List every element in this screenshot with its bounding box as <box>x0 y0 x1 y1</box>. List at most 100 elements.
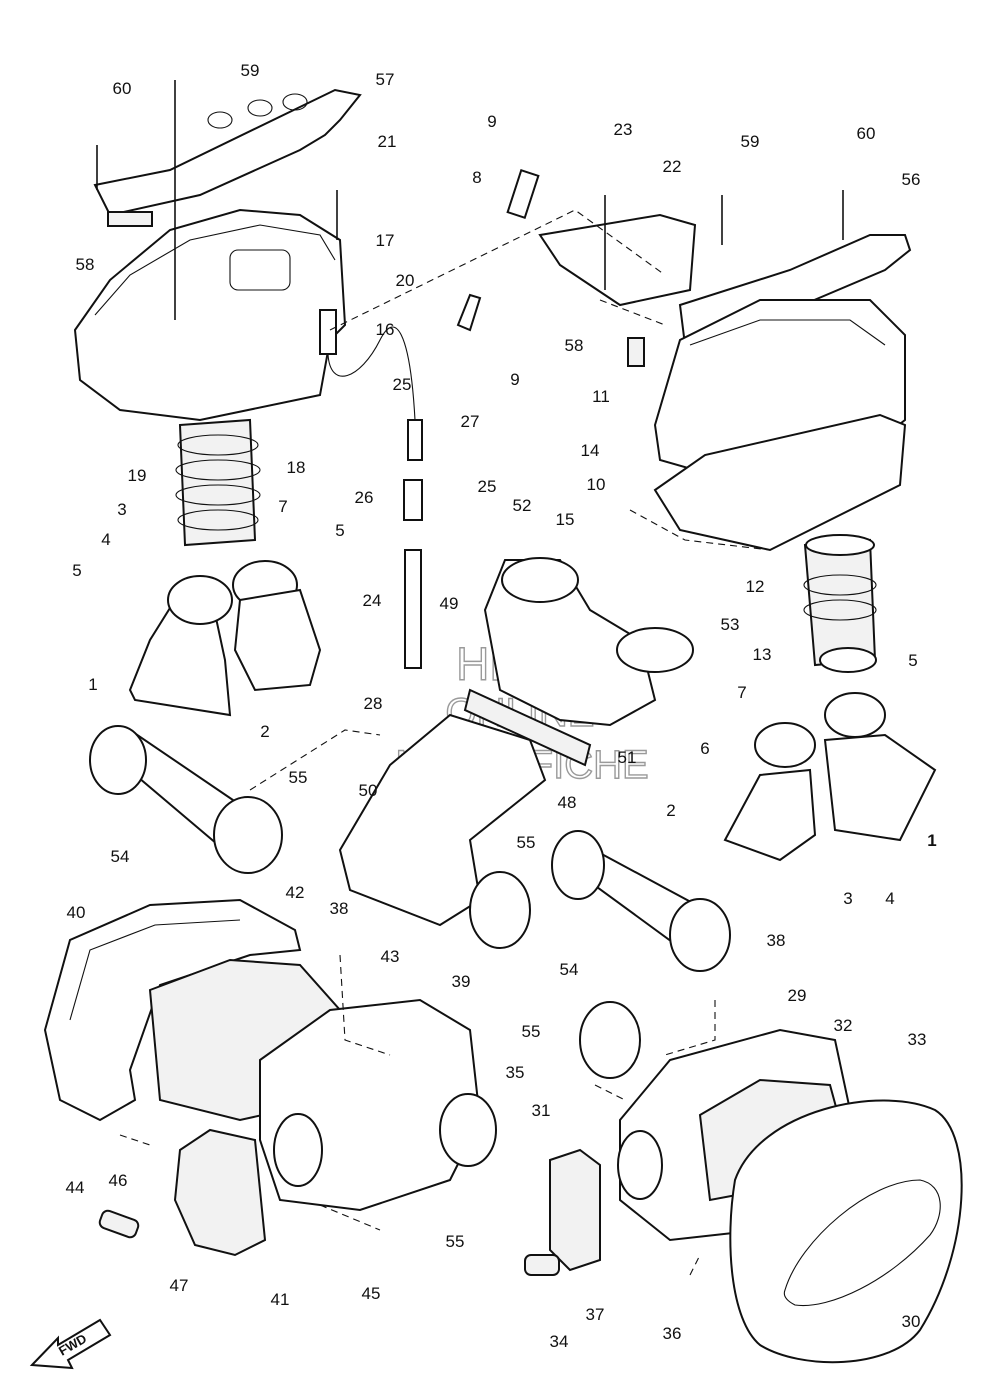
bracket-31 <box>549 1148 601 1272</box>
callout-37: 37 <box>586 1305 605 1324</box>
tube-end <box>551 830 605 900</box>
cover-window <box>783 1179 941 1307</box>
callout-1: 1 <box>88 675 97 694</box>
damper-58 <box>627 337 645 367</box>
callout-52: 52 <box>513 496 532 515</box>
bracket-hole <box>207 111 233 129</box>
filter-26 <box>403 479 423 521</box>
callout-6: 6 <box>700 739 709 758</box>
case-port <box>273 1113 323 1187</box>
callout-38: 38 <box>767 931 786 950</box>
callout-13: 13 <box>753 645 772 664</box>
damper-47 <box>98 1209 140 1239</box>
dashed-line <box>664 1000 716 1056</box>
callout-54: 54 <box>560 960 579 979</box>
boot-rib <box>175 459 261 481</box>
boot-rib <box>803 574 877 596</box>
bracket-hole <box>247 99 273 117</box>
bracket-hole <box>282 93 308 111</box>
dashed-line <box>594 1084 626 1101</box>
callout-55: 55 <box>446 1232 465 1251</box>
center-duct-assembly <box>338 557 694 927</box>
callout-55: 55 <box>517 833 536 852</box>
callout-31: 31 <box>532 1101 551 1120</box>
callout-28: 28 <box>364 694 383 713</box>
callout-38: 38 <box>330 899 349 918</box>
callout-57: 57 <box>376 70 395 89</box>
callout-46: 46 <box>109 1171 128 1190</box>
callout-45: 45 <box>362 1284 381 1303</box>
callout-25: 25 <box>393 375 412 394</box>
cover-41 <box>173 1128 267 1257</box>
callout-9: 9 <box>510 370 519 389</box>
callout-16: 16 <box>376 320 395 339</box>
right-joint-1 <box>823 733 937 842</box>
intake-tubes <box>89 725 731 1079</box>
callout-59: 59 <box>241 61 260 80</box>
callout-40: 40 <box>67 903 86 922</box>
callout-34: 34 <box>550 1332 569 1351</box>
callout-55: 55 <box>522 1022 541 1041</box>
callout-29: 29 <box>788 986 807 1005</box>
dashed-line <box>689 1254 701 1276</box>
callout-32: 32 <box>834 1016 853 1035</box>
forward-direction-arrow: FWD <box>29 1318 112 1370</box>
left-air-box-assembly <box>73 80 362 717</box>
callout-53: 53 <box>721 615 740 634</box>
boot-rib <box>803 599 877 621</box>
callout-15: 15 <box>556 510 575 529</box>
joint-ring <box>754 722 816 768</box>
callout-1: 1 <box>927 831 936 850</box>
dashed-line <box>249 729 381 791</box>
callout-4: 4 <box>885 889 894 908</box>
callout-60: 60 <box>857 124 876 143</box>
callout-33: 33 <box>908 1030 927 1049</box>
callout-23: 23 <box>614 120 633 139</box>
left-air-box-cover-17 <box>73 208 347 422</box>
callout-58: 58 <box>565 336 584 355</box>
boot-rim <box>805 534 875 556</box>
callout-5: 5 <box>72 561 81 580</box>
damper-58 <box>107 211 153 227</box>
right-joint-2 <box>723 768 817 862</box>
callout-4: 4 <box>101 530 110 549</box>
tube-end <box>89 725 147 795</box>
callout-54: 54 <box>111 847 130 866</box>
hose-27 <box>407 419 423 461</box>
callout-41: 41 <box>271 1290 290 1309</box>
cover-40 <box>43 898 302 1122</box>
gasket-51 <box>463 688 592 767</box>
callout-60: 60 <box>113 79 132 98</box>
hose-bend <box>456 293 482 332</box>
case-port <box>617 1130 663 1200</box>
callout-24: 24 <box>363 591 382 610</box>
clamp-55 <box>469 871 531 949</box>
callout-5: 5 <box>908 651 917 670</box>
hose-line <box>327 326 416 421</box>
dashed-line <box>319 1204 381 1231</box>
clamp-55 <box>439 1093 497 1167</box>
callout-58: 58 <box>76 255 95 274</box>
callout-26: 26 <box>355 488 374 507</box>
callout-3: 3 <box>843 889 852 908</box>
cover-ridge <box>94 224 336 316</box>
callout-12: 12 <box>746 577 765 596</box>
callout-19: 19 <box>128 466 147 485</box>
box-ridge <box>689 319 886 346</box>
callout-11: 11 <box>592 387 610 406</box>
callout-5: 5 <box>335 521 344 540</box>
hose-left <box>319 309 337 355</box>
left-intake-boot-18 <box>178 418 257 547</box>
callout-51: 51 <box>618 748 637 767</box>
right-cover-22 <box>538 213 697 307</box>
callout-7: 7 <box>737 683 746 702</box>
clamp-13 <box>819 647 877 673</box>
hose-24 <box>404 549 422 669</box>
fwd-arrow-icon <box>29 1318 112 1370</box>
callout-47: 47 <box>170 1276 189 1295</box>
boot-rib <box>177 434 259 456</box>
dashed-line <box>339 954 391 1056</box>
callout-21: 21 <box>378 132 397 151</box>
callout-56: 56 <box>902 170 921 189</box>
